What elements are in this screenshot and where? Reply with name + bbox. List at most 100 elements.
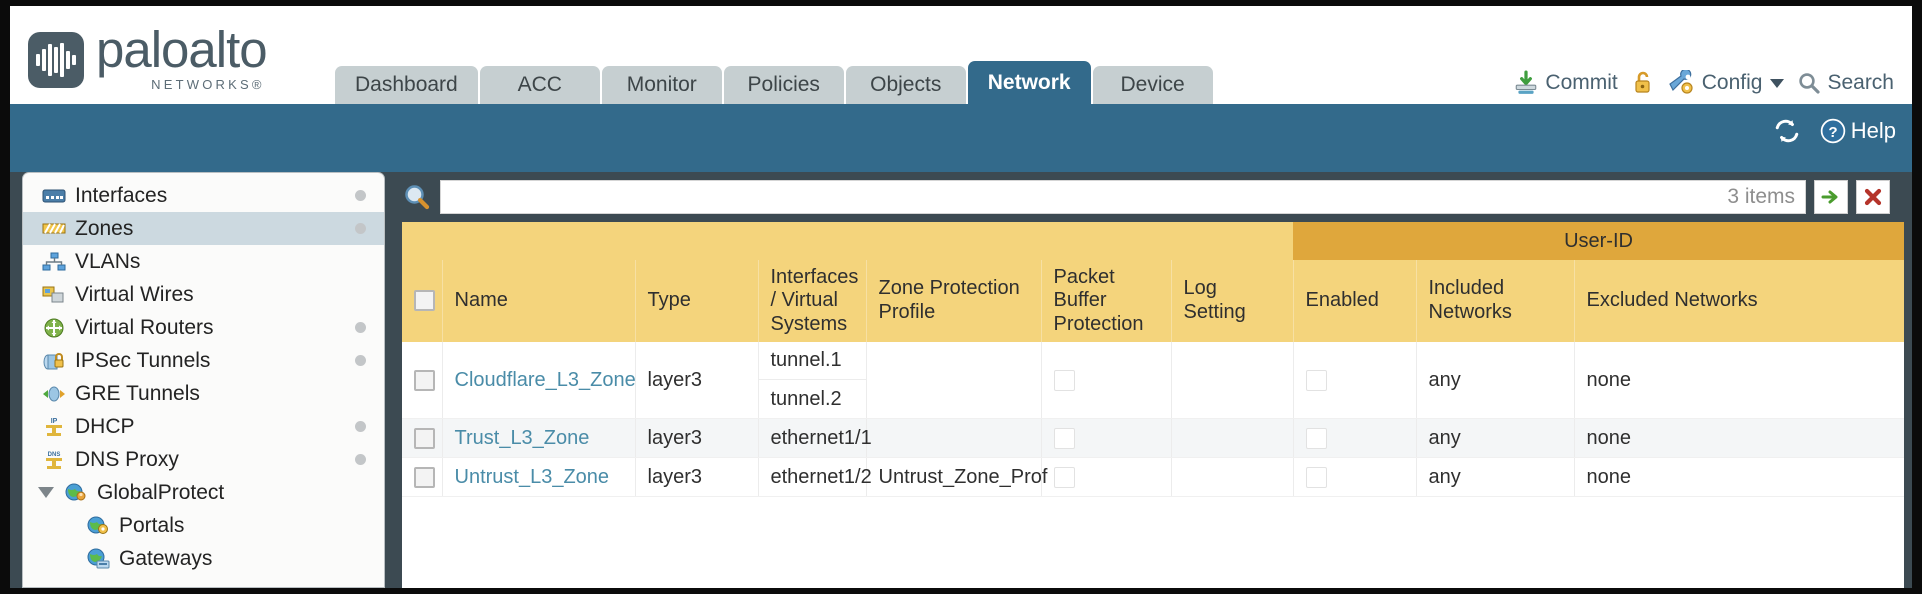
sidebar-item-gre-tunnels[interactable]: GRE Tunnels [23, 377, 384, 410]
packet-buffer-protection-checkbox[interactable] [1053, 427, 1075, 449]
svg-text:DNS: DNS [48, 452, 61, 458]
clear-filter-button[interactable] [1856, 180, 1890, 214]
search-icon[interactable] [402, 182, 432, 212]
chevron-down-icon[interactable] [1770, 78, 1785, 88]
portals-icon [85, 515, 111, 537]
table-row[interactable]: Trust_L3_Zone layer3 ethernet1/1 [402, 418, 1904, 458]
column-header-zone-protection-profile[interactable]: Zone Protection Profile [865, 260, 1041, 342]
sidebar-item-virtual-wires[interactable]: Virtual Wires [23, 278, 384, 311]
sidebar-item-label: Virtual Routers [75, 315, 214, 339]
padlock-icon [1635, 71, 1650, 93]
column-header-log-setting[interactable]: Log Setting [1170, 260, 1293, 342]
column-header-packet-buffer-protection[interactable]: Packet Buffer Protection [1040, 260, 1171, 342]
cell-enabled [1292, 418, 1416, 458]
cell-interfaces: ethernet1/2 [757, 457, 872, 497]
sidebar-item-interfaces[interactable]: Interfaces [23, 179, 384, 212]
sidebar-item-virtual-routers[interactable]: Virtual Routers [23, 311, 384, 344]
tab-dashboard[interactable]: Dashboard [335, 66, 478, 104]
column-header-type[interactable]: Type [634, 260, 758, 342]
table-row[interactable]: Untrust_L3_Zone layer3 ethernet1/2 Untru… [402, 457, 1904, 497]
gre-tunnels-icon [41, 383, 67, 405]
config-menu[interactable]: Config [1668, 70, 1785, 96]
main-nav-tabs: Dashboard ACC Monitor Policies Objects N… [335, 61, 1213, 104]
lock-button[interactable] [1631, 70, 1655, 96]
cell-enabled [1292, 457, 1416, 497]
network-sidebar: Interfaces Zones VLANs Vir [22, 172, 385, 588]
enabled-checkbox[interactable] [1305, 466, 1327, 488]
dns-proxy-icon: DNS [41, 449, 67, 471]
sidebar-status-dot [355, 421, 366, 432]
help-question-icon: ? [1820, 118, 1845, 144]
tab-objects[interactable]: Objects [845, 66, 966, 104]
green-arrow-apply-icon [1821, 190, 1838, 204]
tab-network[interactable]: Network [967, 61, 1091, 104]
cell-log-setting [1170, 457, 1293, 497]
row-select-cell [402, 457, 442, 497]
body-area: Interfaces Zones VLANs Vir [10, 172, 1912, 588]
select-all-checkbox[interactable] [414, 290, 435, 312]
row-select-cell [402, 342, 442, 419]
gateways-icon [85, 548, 111, 570]
svg-text:IP: IP [51, 418, 58, 425]
globalprotect-icon [63, 482, 89, 504]
tab-policies[interactable]: Policies [723, 66, 844, 104]
row-checkbox[interactable] [414, 466, 435, 488]
content-panel: 3 items [398, 172, 1912, 588]
refresh-icon[interactable] [1772, 118, 1802, 144]
zones-icon [41, 218, 67, 240]
sidebar-item-dns-proxy[interactable]: DNS DNS Proxy [23, 443, 384, 476]
sidebar-item-zones[interactable]: Zones [23, 212, 384, 245]
sidebar-item-vlans[interactable]: VLANs [23, 245, 384, 278]
group-header-row: User-ID [402, 222, 1904, 260]
help-link[interactable]: ? Help [1820, 118, 1896, 144]
column-header-interfaces-vsys[interactable]: Interfaces / Virtual Systems [757, 260, 866, 342]
virtual-routers-icon [41, 317, 67, 339]
select-all-header [402, 260, 442, 342]
interface-entry: tunnel.1 [758, 342, 866, 380]
items-count-label: 3 items [1727, 185, 1795, 208]
cell-included-networks: any [1415, 457, 1574, 497]
commit-label: Commit [1545, 71, 1618, 94]
zone-name-link[interactable]: Cloudflare_L3_Zone [454, 368, 636, 391]
enabled-checkbox[interactable] [1305, 427, 1327, 449]
sidebar-status-dot [355, 223, 366, 234]
interface-entry: tunnel.2 [770, 387, 842, 410]
zones-table-wrap: User-ID Name Type Interfaces / Virtual S… [402, 222, 1904, 588]
column-header-enabled[interactable]: Enabled [1292, 260, 1416, 342]
sidebar-status-dot [355, 190, 366, 201]
enabled-checkbox[interactable] [1305, 369, 1327, 391]
sidebar-item-ipsec-tunnels[interactable]: IPSec Tunnels [23, 344, 384, 377]
tab-monitor[interactable]: Monitor [601, 66, 722, 104]
row-checkbox[interactable] [414, 369, 435, 391]
sidebar-item-portals[interactable]: Portals [23, 509, 384, 542]
interface-entry: ethernet1/2 [770, 465, 872, 488]
commit-button[interactable]: Commit [1513, 70, 1618, 96]
column-header-name[interactable]: Name [441, 260, 635, 342]
sidebar-item-globalprotect[interactable]: GlobalProtect [23, 476, 384, 509]
tree-expand-caret-icon[interactable] [38, 487, 54, 498]
cell-type: layer3 [634, 342, 758, 419]
column-header-included-networks[interactable]: Included Networks [1415, 260, 1574, 342]
column-header-excluded-networks[interactable]: Excluded Networks [1573, 260, 1904, 342]
cell-excluded-networks: none [1573, 457, 1904, 497]
packet-buffer-protection-checkbox[interactable] [1053, 466, 1075, 488]
tab-device[interactable]: Device [1092, 66, 1213, 104]
sidebar-item-label: GlobalProtect [97, 480, 225, 504]
sidebar-item-dhcp[interactable]: IP DHCP [23, 410, 384, 443]
sidebar-item-label: IPSec Tunnels [75, 348, 211, 372]
paloalto-logo: paloalto NETWORKS® [28, 20, 268, 92]
packet-buffer-protection-checkbox[interactable] [1053, 369, 1075, 391]
row-checkbox[interactable] [414, 427, 435, 449]
apply-filter-button[interactable] [1814, 180, 1848, 214]
tab-acc[interactable]: ACC [479, 66, 600, 104]
cell-packet-buffer-protection [1040, 418, 1171, 458]
zone-name-link[interactable]: Trust_L3_Zone [454, 426, 590, 449]
cell-log-setting [1170, 342, 1293, 419]
zone-name-link[interactable]: Untrust_L3_Zone [454, 465, 610, 488]
cell-zone-protection-profile [865, 418, 1041, 458]
search-button[interactable]: Search [1797, 71, 1894, 95]
sidebar-item-gateways[interactable]: Gateways [23, 542, 384, 575]
cell-name: Trust_L3_Zone [441, 418, 635, 458]
search-input-wrap[interactable]: 3 items [440, 180, 1806, 214]
